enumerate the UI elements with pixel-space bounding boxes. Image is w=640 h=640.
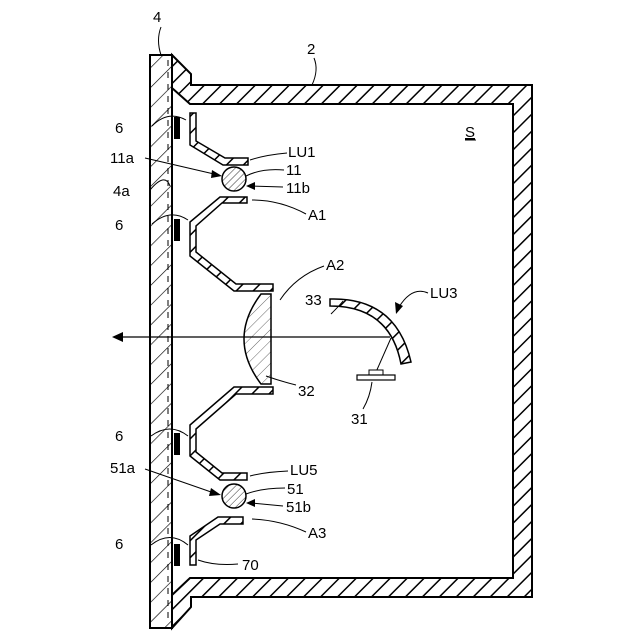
leader-11a-arrow xyxy=(211,170,222,178)
reflector-lu5-lower xyxy=(190,517,243,565)
label-6-bottom: 6 xyxy=(115,536,123,553)
leader-31 xyxy=(363,382,372,409)
label-lu5: LU5 xyxy=(290,462,318,479)
leader-51 xyxy=(246,488,285,494)
label-wall-4: 4 xyxy=(153,9,161,26)
label-51b: 51b xyxy=(286,499,311,516)
label-space-s: S xyxy=(465,124,475,141)
leader-lu1 xyxy=(250,153,287,160)
leader-a1 xyxy=(252,200,306,214)
lens-32 xyxy=(244,294,271,384)
leader-lu3-arrow xyxy=(395,302,403,314)
light-source-51 xyxy=(222,484,246,508)
light-source-11 xyxy=(222,167,246,191)
reflector-middle-upper xyxy=(190,197,273,291)
leader-51a-arrow xyxy=(209,488,221,496)
label-lu3: LU3 xyxy=(430,285,458,302)
label-51: 51 xyxy=(287,481,304,498)
leader-11 xyxy=(246,170,284,176)
label-32: 32 xyxy=(298,383,315,400)
label-11: 11 xyxy=(286,162,302,179)
label-51a: 51a xyxy=(110,460,136,477)
label-a1: A1 xyxy=(308,207,326,224)
reflector-middle-lower xyxy=(190,387,273,480)
front-wall-4 xyxy=(150,55,172,628)
seal-6-second xyxy=(174,219,180,241)
label-11b: 11b xyxy=(286,180,310,197)
label-11a: 11a xyxy=(110,150,135,167)
label-housing-2: 2 xyxy=(307,41,315,58)
leader-11b xyxy=(252,186,283,187)
housing-2 xyxy=(172,55,532,628)
leader-4 xyxy=(159,27,162,55)
leader-a3 xyxy=(252,519,306,532)
light-source-31-chip xyxy=(369,370,383,375)
light-source-31-base xyxy=(357,375,395,380)
label-6-second: 6 xyxy=(115,217,123,234)
label-4a: 4a xyxy=(113,183,130,200)
leader-70 xyxy=(198,560,238,565)
light-ray xyxy=(376,338,391,372)
label-31: 31 xyxy=(351,411,368,428)
seal-6-third xyxy=(174,433,180,455)
leader-lu3 xyxy=(399,291,428,307)
leader-51b xyxy=(252,503,283,506)
label-70: 70 xyxy=(242,557,259,574)
leader-lu5 xyxy=(250,471,288,476)
label-6-third: 6 xyxy=(115,428,123,445)
leader-2 xyxy=(312,58,316,85)
leader-11b-arrow xyxy=(246,182,255,190)
seal-6-bottom xyxy=(174,544,180,566)
reflector-lu1-upper xyxy=(190,113,248,165)
label-a2: A2 xyxy=(326,257,344,274)
label-a3: A3 xyxy=(308,525,326,542)
leader-51b-arrow xyxy=(246,499,255,507)
optical-axis-arrowhead xyxy=(112,332,123,342)
label-6-top: 6 xyxy=(115,120,123,137)
label-33: 33 xyxy=(305,292,322,309)
seal-6-top xyxy=(174,117,180,139)
label-lu1: LU1 xyxy=(288,144,316,161)
